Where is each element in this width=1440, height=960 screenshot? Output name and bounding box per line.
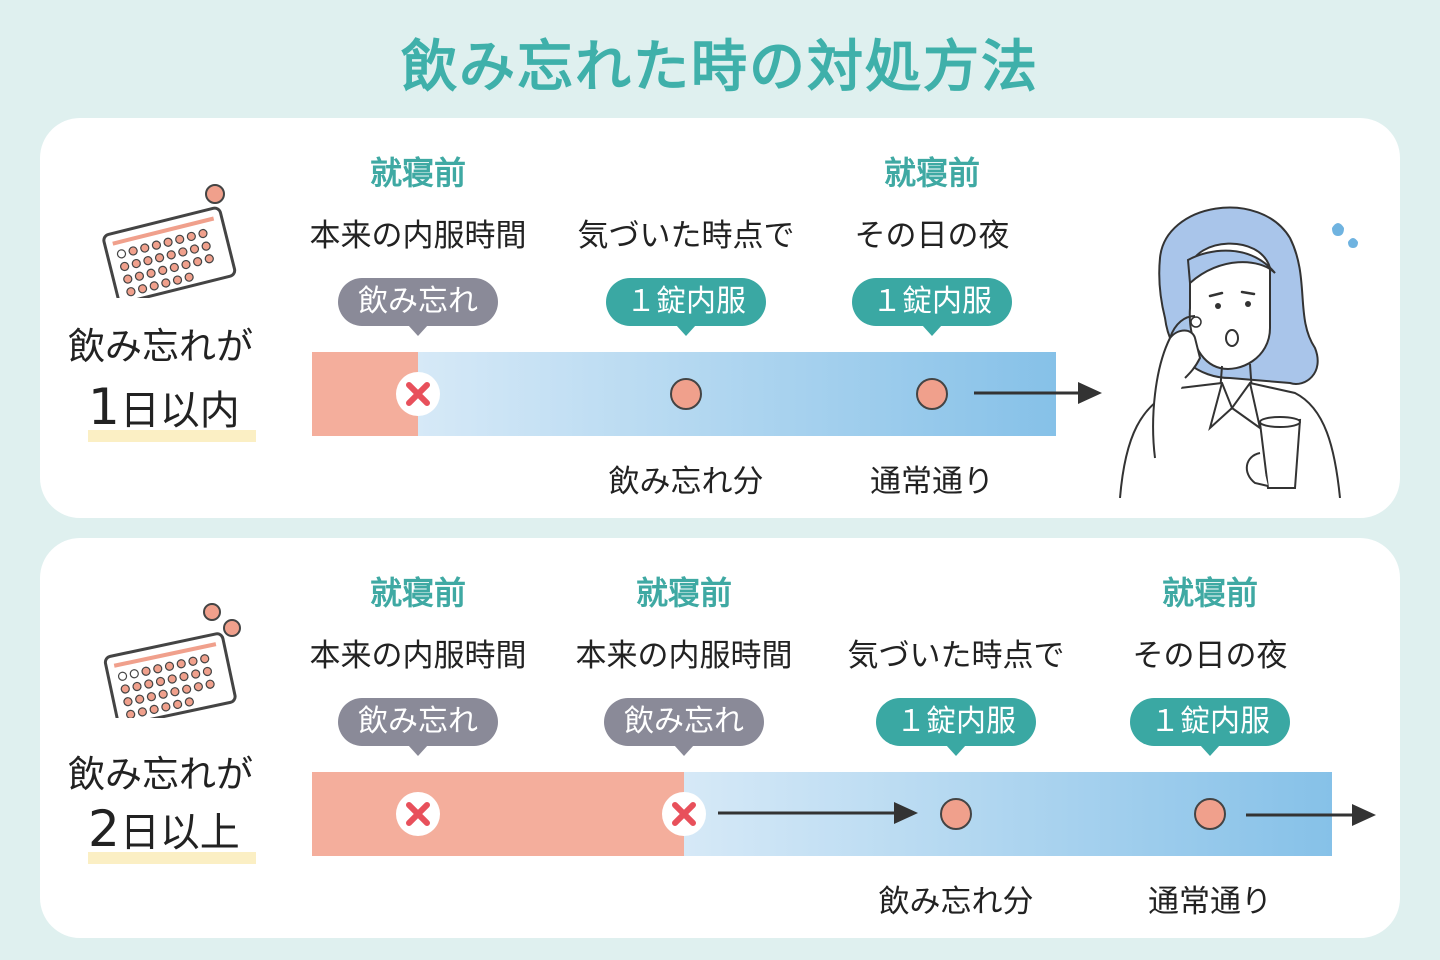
take-one-pill-bubble: １錠内服 bbox=[852, 278, 1012, 336]
timing-description: 気づいた時点で bbox=[847, 638, 1065, 674]
highlight-underline bbox=[88, 852, 256, 864]
x-icon bbox=[396, 372, 440, 416]
worried-woman-illustration bbox=[1119, 206, 1358, 498]
case-panel-2-days-or-more: 飲み忘れが 2日以上 就寝前 就寝前 就寝前 本来の内服時間 本来の内服時間 気… bbox=[40, 538, 1400, 938]
pill-pack-icon bbox=[102, 184, 237, 298]
dot-icon bbox=[916, 378, 948, 410]
label-before-bed: 就寝前 bbox=[635, 574, 733, 612]
case-label-line1: 飲み忘れが bbox=[68, 753, 253, 796]
note-missed-dose: 飲み忘れ分 bbox=[608, 464, 764, 500]
label-before-bed: 就寝前 bbox=[369, 574, 467, 612]
dot-icon bbox=[940, 798, 972, 830]
label-before-bed: 就寝前 bbox=[883, 154, 981, 192]
note-missed-dose: 飲み忘れ分 bbox=[878, 884, 1034, 920]
timing-description: その日の夜 bbox=[854, 218, 1010, 254]
missed-segment bbox=[312, 772, 684, 856]
page-title: 飲み忘れた時の対処方法 bbox=[401, 35, 1039, 100]
dot-icon bbox=[670, 378, 702, 410]
take-one-pill-bubble: １錠内服 bbox=[1130, 698, 1290, 756]
note-as-usual: 通常通り bbox=[870, 464, 994, 500]
label-before-bed: 就寝前 bbox=[1161, 574, 1259, 612]
timing-description: 気づいた時点で bbox=[577, 218, 795, 254]
take-one-pill-bubble: １錠内服 bbox=[606, 278, 766, 336]
normal-segment bbox=[418, 352, 1056, 436]
label-before-bed: 就寝前 bbox=[369, 154, 467, 192]
x-icon bbox=[396, 792, 440, 836]
timing-description: 本来の内服時間 bbox=[575, 638, 793, 674]
case-label-line2: 2日以上 bbox=[88, 800, 240, 858]
note-as-usual: 通常通り bbox=[1148, 884, 1272, 920]
timing-description: 本来の内服時間 bbox=[309, 638, 527, 674]
missed-bubble: 飲み忘れ bbox=[604, 698, 764, 756]
highlight-underline bbox=[88, 430, 256, 442]
missed-bubble: 飲み忘れ bbox=[338, 278, 498, 336]
case-panel-within-1-day: 飲み忘れが 1日以内 就寝前 就寝前 本来の内服時間 気づいた時点で その日の夜… bbox=[40, 118, 1400, 518]
x-icon bbox=[662, 792, 706, 836]
dot-icon bbox=[1194, 798, 1226, 830]
pill-pack-icon bbox=[103, 603, 241, 718]
case-label-line2: 1日以内 bbox=[88, 378, 240, 436]
timing-description: 本来の内服時間 bbox=[309, 218, 527, 254]
take-one-pill-bubble: １錠内服 bbox=[876, 698, 1036, 756]
case-label-line1: 飲み忘れが bbox=[68, 325, 253, 368]
arrow-right-icon bbox=[1246, 804, 1376, 826]
arrow-right-icon bbox=[974, 382, 1102, 404]
arrow-right-icon bbox=[718, 802, 918, 824]
missed-bubble: 飲み忘れ bbox=[338, 698, 498, 756]
timing-description: その日の夜 bbox=[1132, 638, 1288, 674]
